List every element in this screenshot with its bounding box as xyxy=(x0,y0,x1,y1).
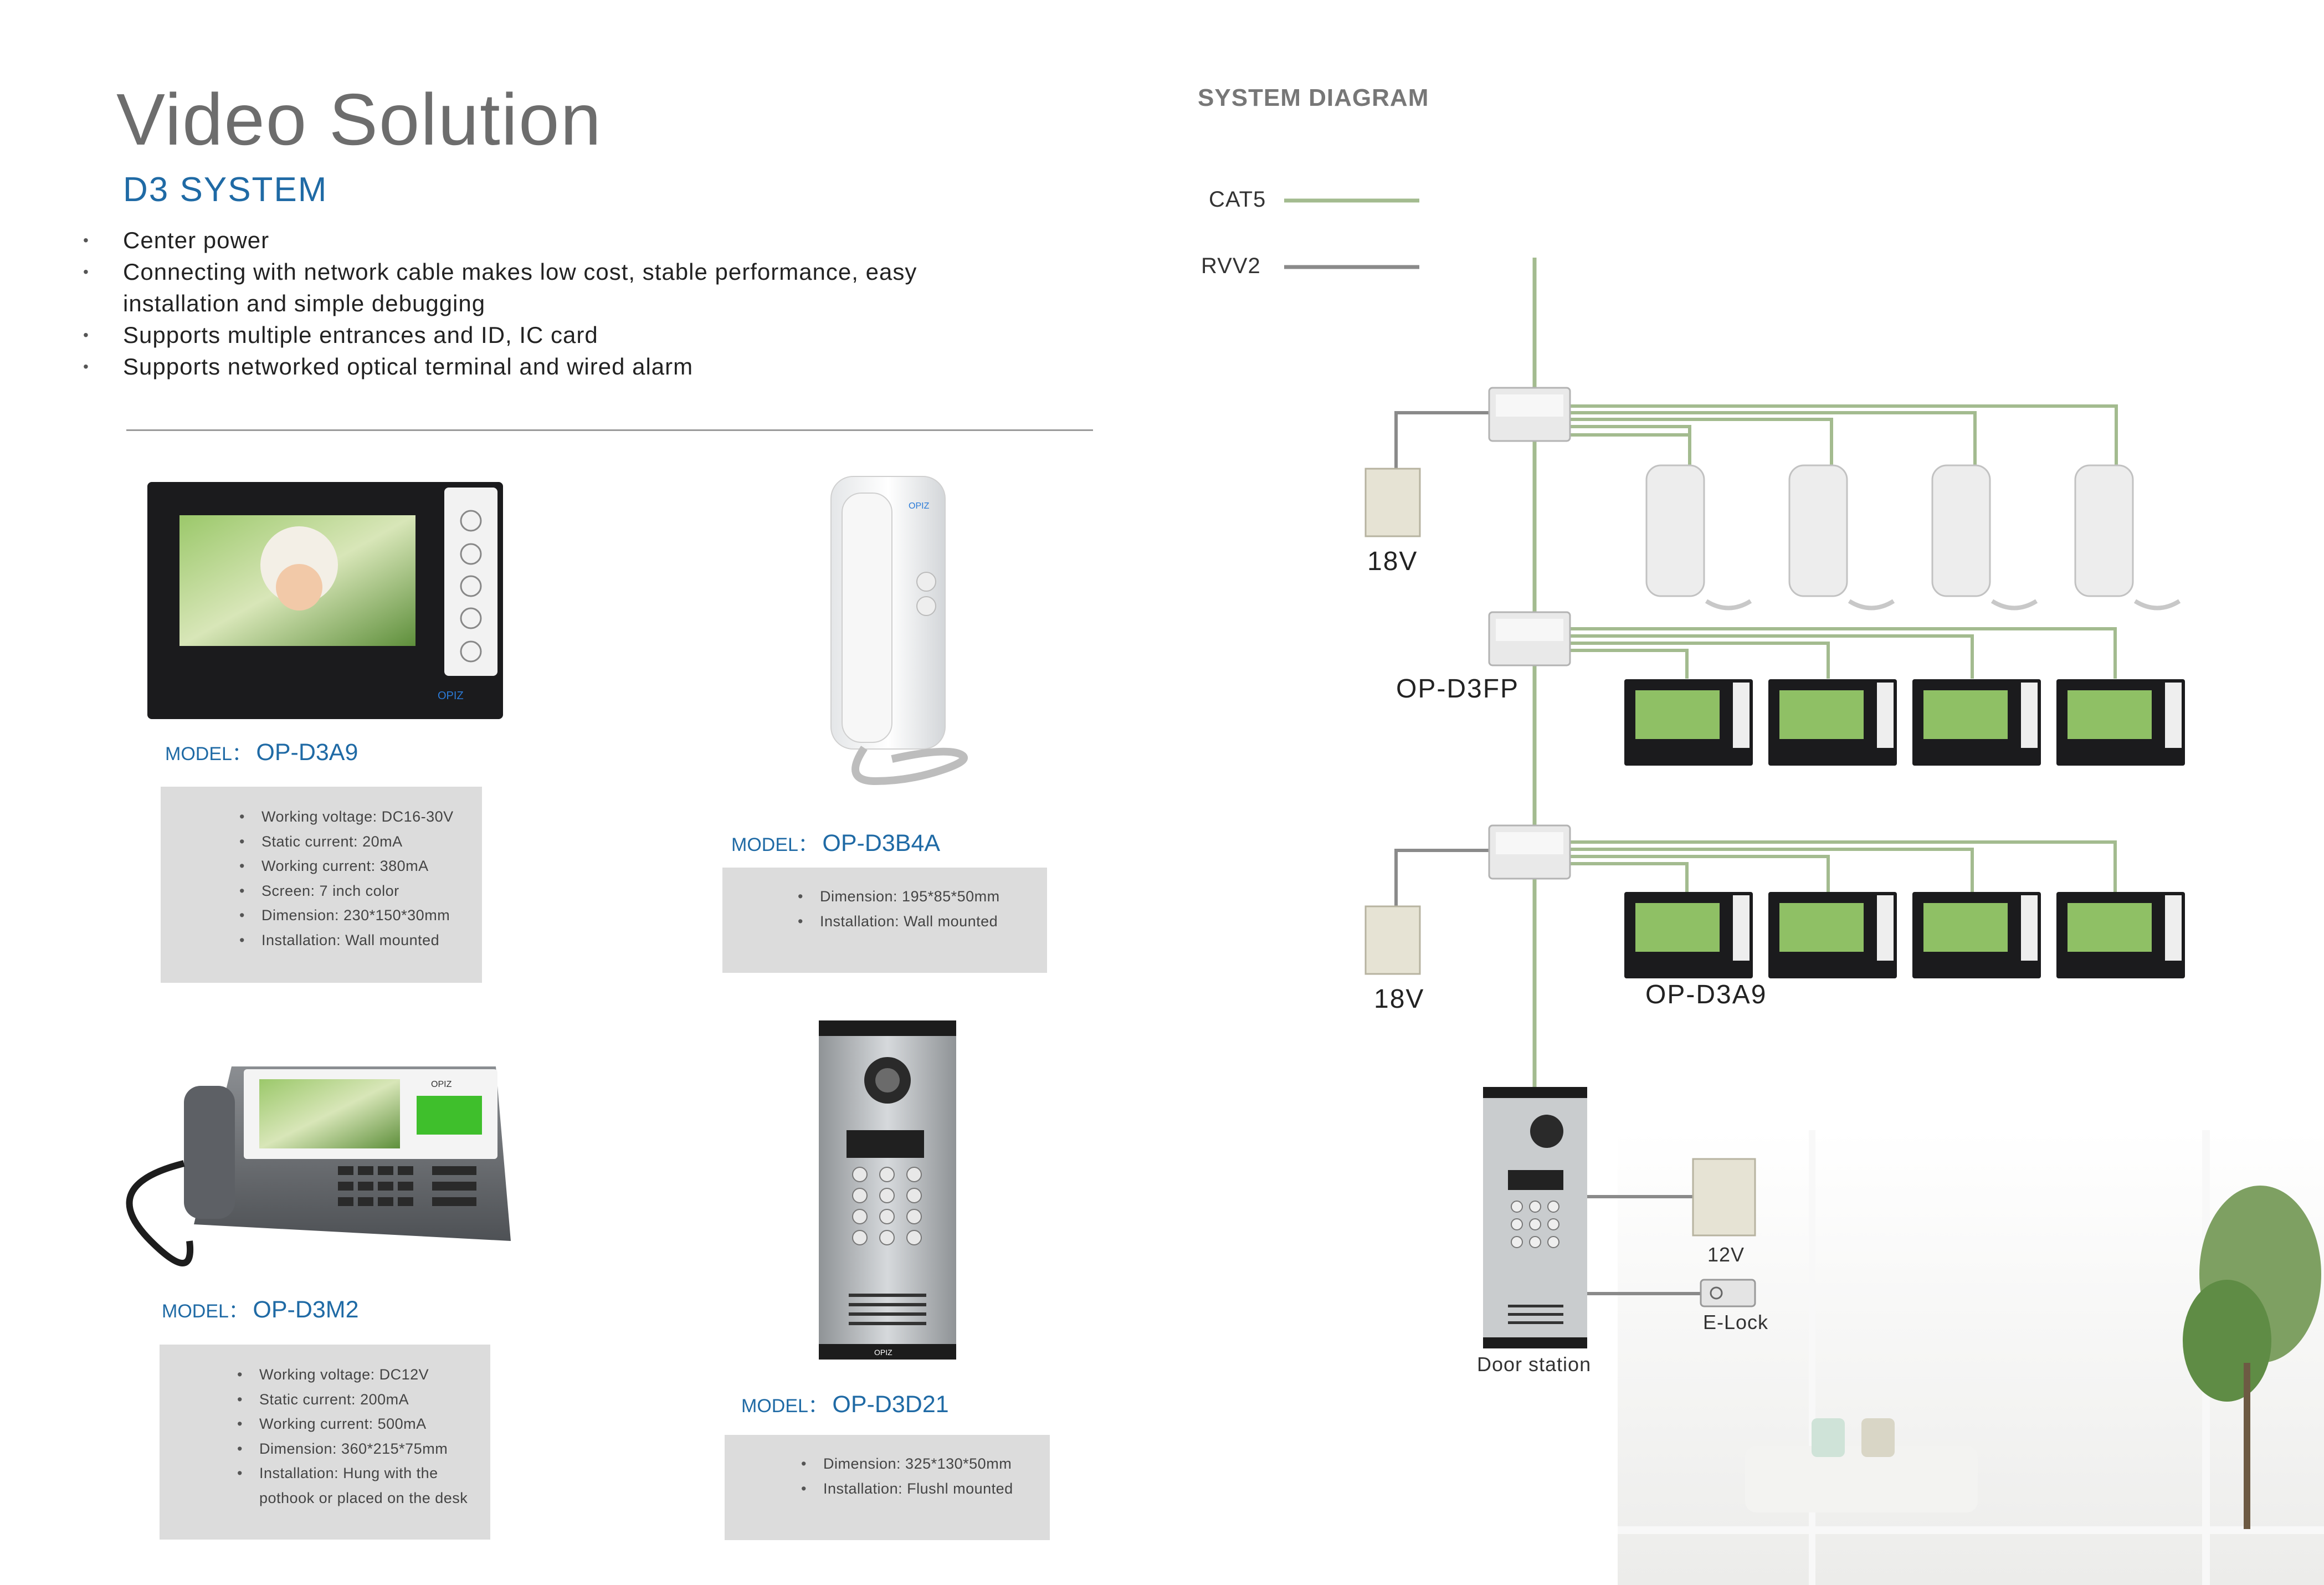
spec-item: Dimension: 325*130*50mm xyxy=(801,1451,1050,1476)
model-label: MODEL： OP-D3A9 xyxy=(165,738,358,766)
spec-item: Dimension: 230*150*30mm xyxy=(239,903,482,928)
feature-item: Connecting with network cable makes low … xyxy=(83,256,1053,319)
spec-item: Working current: 500mA xyxy=(237,1412,474,1437)
handset-icon xyxy=(1788,464,1848,597)
system-subtitle: D3 SYSTEM xyxy=(123,171,328,209)
spec-box: Dimension: 325*130*50mm Installation: Fl… xyxy=(725,1435,1050,1540)
spec-item: Installation: Hung with the pothook or p… xyxy=(237,1461,474,1510)
spec-item: Installation: Flushl mounted xyxy=(801,1476,1050,1501)
monitor-icon xyxy=(1624,679,1753,766)
diagram-title: SYSTEM DIAGRAM xyxy=(1198,84,1429,111)
model-label: MODEL： OP-D3B4A xyxy=(731,829,940,857)
power-supply xyxy=(1364,468,1421,537)
brand-logo: OPIZ xyxy=(438,690,464,702)
monitor-row xyxy=(1624,892,2185,978)
brand-logo: OPIZ xyxy=(431,1080,452,1089)
handset-icon xyxy=(1931,464,1991,597)
distributor-box xyxy=(1488,387,1571,442)
power-supply xyxy=(1364,905,1421,975)
distributor-box xyxy=(1488,611,1571,666)
spec-item: Working voltage: DC12V xyxy=(237,1362,474,1387)
lock-power-label: 12V xyxy=(1707,1243,1745,1266)
power-label-top: 18V xyxy=(1367,547,1418,576)
monitor-icon xyxy=(1624,892,1753,978)
monitor-icon xyxy=(2056,679,2185,766)
monitor-row xyxy=(1624,679,2185,766)
model-value: OP-D3D21 xyxy=(832,1391,949,1418)
spec-item: Dimension: 360*215*75mm xyxy=(237,1437,474,1461)
model-prefix: MODEL： xyxy=(741,1396,827,1417)
electric-lock-icon xyxy=(1700,1279,1756,1307)
spec-item: Working voltage: DC16-30V xyxy=(239,804,482,829)
spec-item: Installation: Wall mounted xyxy=(239,928,482,953)
spec-box: Working voltage: DC16-30V Static current… xyxy=(161,787,482,983)
handset-image: OPIZ xyxy=(830,476,968,786)
monitor-icon xyxy=(1912,679,2041,766)
model-prefix: MODEL： xyxy=(165,743,251,765)
handset-icon xyxy=(1645,464,1705,597)
brand-logo: OPIZ xyxy=(874,1348,892,1357)
monitor-image: OPIZ xyxy=(147,482,503,719)
brand-logo: OPIZ xyxy=(909,501,930,511)
spec-item: Installation: Wall mounted xyxy=(798,909,1047,934)
model-value: OP-D3A9 xyxy=(256,739,358,766)
model-prefix: MODEL： xyxy=(162,1301,248,1322)
monitor-icon xyxy=(2056,892,2185,978)
page-title: Video Solution xyxy=(116,79,602,160)
spec-item: Static current: 200mA xyxy=(237,1387,474,1412)
door-station-label: Door station xyxy=(1477,1353,1592,1376)
model-value: OP-D3B4A xyxy=(822,830,941,856)
monitor-icon xyxy=(1912,892,2041,978)
e-lock-label: E-Lock xyxy=(1703,1311,1769,1333)
model-prefix: MODEL： xyxy=(731,834,817,855)
handset-icon xyxy=(2074,464,2134,597)
feature-item: Supports networked optical terminal and … xyxy=(83,351,1053,382)
feature-item: Center power xyxy=(83,224,1053,256)
power-label-bottom: 18V xyxy=(1374,984,1425,1014)
door-station-image: OPIZ xyxy=(819,1020,956,1360)
spec-item: Static current: 20mA xyxy=(239,829,482,854)
section-divider xyxy=(126,429,1093,431)
model-value: OP-D3M2 xyxy=(253,1296,359,1323)
power-supply xyxy=(1692,1158,1756,1237)
desk-station-image: OPIZ xyxy=(126,1066,511,1266)
spec-box: Dimension: 195*85*50mm Installation: Wal… xyxy=(722,868,1047,973)
door-station-icon xyxy=(1483,1087,1587,1348)
spec-item: Working current: 380mA xyxy=(239,854,482,879)
model-label: MODEL： OP-D3M2 xyxy=(162,1296,359,1324)
monitor-icon xyxy=(1768,892,1897,978)
legend-cat5-label: CAT5 xyxy=(1209,187,1266,212)
legend-rvv2-label: RVV2 xyxy=(1201,254,1261,278)
model-label: MODEL： OP-D3D21 xyxy=(741,1391,949,1418)
distributor-box xyxy=(1488,824,1571,880)
spec-item: Screen: 7 inch color xyxy=(239,879,482,904)
monitor-label: OP-D3A9 xyxy=(1645,980,1767,1009)
monitor-icon xyxy=(1768,679,1897,766)
spec-box: Working voltage: DC12V Static current: 2… xyxy=(160,1345,490,1540)
feature-item: Supports multiple entrances and ID, IC c… xyxy=(83,319,1053,351)
feature-list: Center power Connecting with network cab… xyxy=(83,224,1053,382)
spec-item: Dimension: 195*85*50mm xyxy=(798,884,1047,909)
distributor-label: OP-D3FP xyxy=(1396,674,1520,704)
